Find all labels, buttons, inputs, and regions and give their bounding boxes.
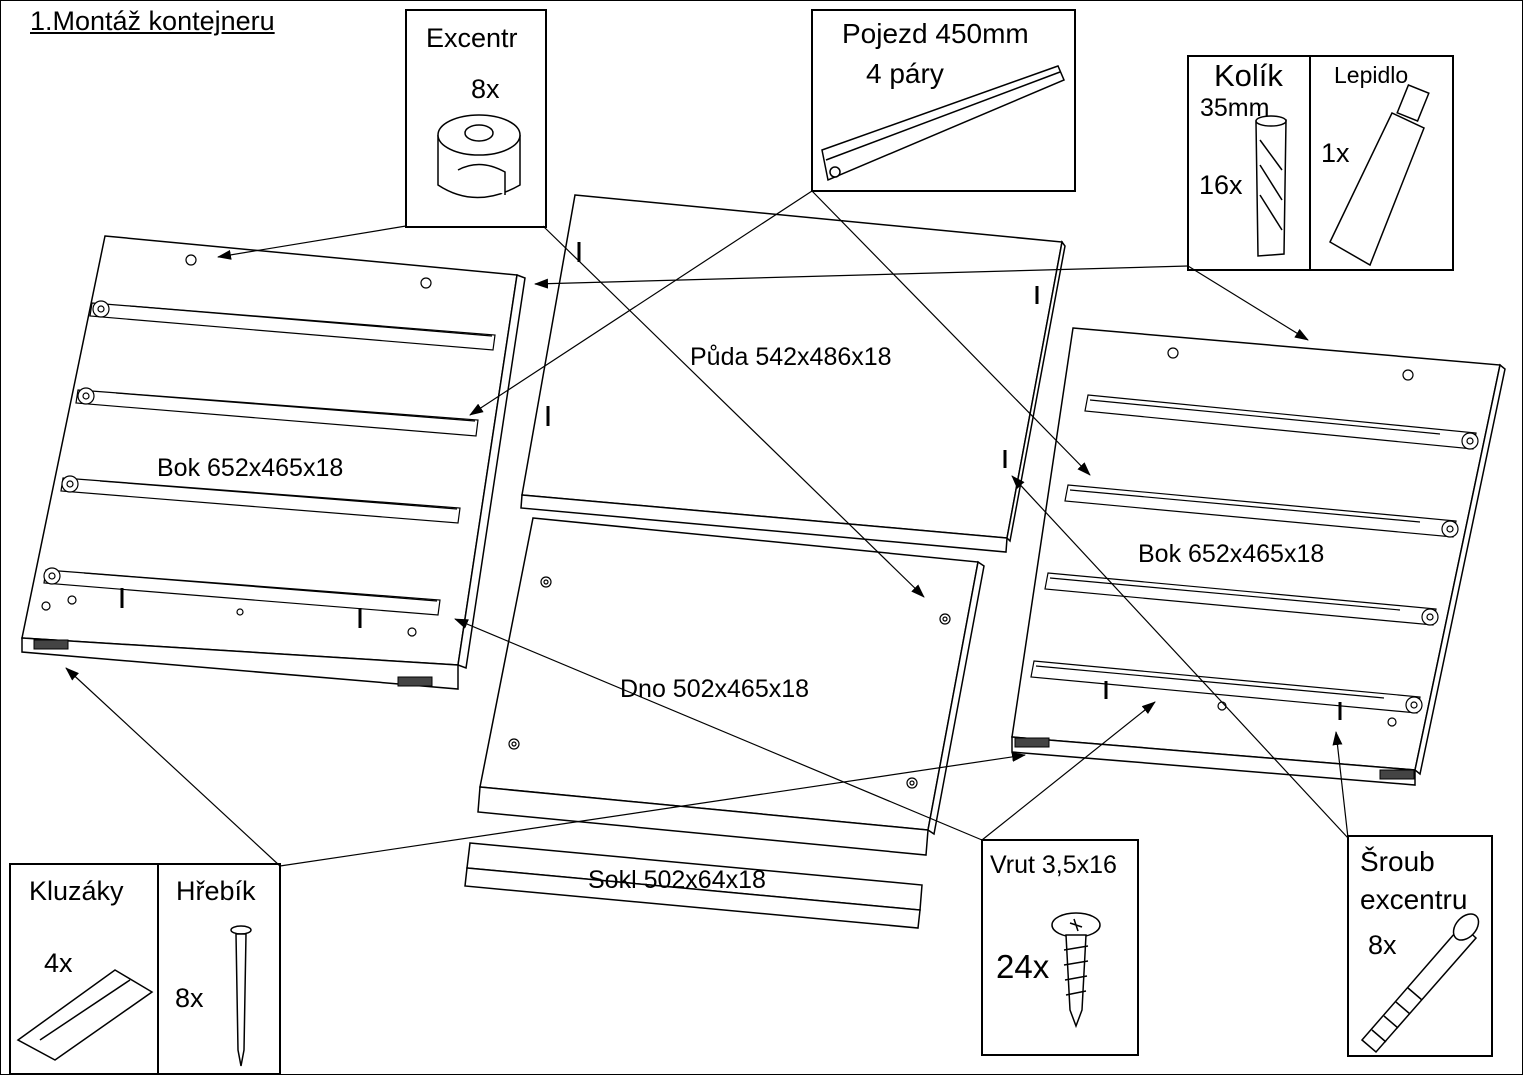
- kluzaky-qty: 4x: [44, 948, 73, 978]
- dowel-icon: [1255, 115, 1287, 257]
- right-panel-screws: [1104, 681, 1342, 720]
- kolik-size: 35mm: [1200, 94, 1270, 122]
- hrebik-qty: 8x: [175, 983, 204, 1013]
- kluzaky-name: Kluzáky: [29, 876, 124, 906]
- left-panel-screws: [120, 588, 362, 628]
- right-panel-glides: [1014, 737, 1415, 780]
- puda-label: Půda 542x486x18: [690, 343, 892, 371]
- vrut-qty: 24x: [996, 948, 1050, 985]
- sroub-name-line1: Šroub: [1360, 846, 1435, 877]
- glue-tube-icon: [1329, 83, 1430, 267]
- sroub-qty: 8x: [1368, 930, 1397, 960]
- plinth-panel: [464, 842, 923, 929]
- hrebik-name: Hřebík: [176, 876, 256, 906]
- lepidlo-qty: 1x: [1321, 138, 1350, 168]
- left-panel-runners: [43, 302, 496, 616]
- kolik-qty: 16x: [1199, 170, 1243, 200]
- bottom-panel: [477, 517, 985, 856]
- sroub-name-line2: excentru: [1360, 884, 1468, 915]
- runner-icon: [821, 65, 1065, 182]
- excentr-name: Excentr: [426, 23, 518, 53]
- bok-right-label: Bok 652x465x18: [1138, 540, 1325, 568]
- left-side-panel: [21, 235, 526, 690]
- right-panel-cams: [1167, 347, 1479, 727]
- cam-bolt-icon: [1360, 913, 1480, 1054]
- leader-lines: [65, 190, 1349, 867]
- page-title: 1.Montáž kontejneru: [30, 6, 275, 36]
- left-panel-cams: [41, 254, 432, 637]
- excentr-qty: 8x: [471, 74, 500, 104]
- nail-icon: [230, 925, 252, 1067]
- kolik-name: Kolík: [1214, 58, 1283, 93]
- left-panel-glides: [33, 639, 433, 687]
- right-panel-runners: [1030, 394, 1477, 714]
- pojezd-name: Pojezd 450mm: [842, 18, 1029, 49]
- bok-left-label: Bok 652x465x18: [157, 454, 344, 482]
- sokl-label: Sokl 502x64x18: [588, 866, 766, 894]
- top-panel: [520, 194, 1066, 553]
- bottom-panel-cams: [508, 576, 951, 789]
- vrut-name: Vrut 3,5x16: [990, 851, 1117, 879]
- glide-icon: [16, 969, 154, 1061]
- lepidlo-name: Lepidlo: [1334, 62, 1409, 88]
- top-panel-dowels: [546, 242, 1039, 468]
- pojezd-qty: 4 páry: [866, 58, 944, 89]
- dno-label: Dno 502x465x18: [620, 675, 810, 703]
- wood-screw-icon: [1051, 912, 1101, 1029]
- excentr-icon: [437, 114, 521, 199]
